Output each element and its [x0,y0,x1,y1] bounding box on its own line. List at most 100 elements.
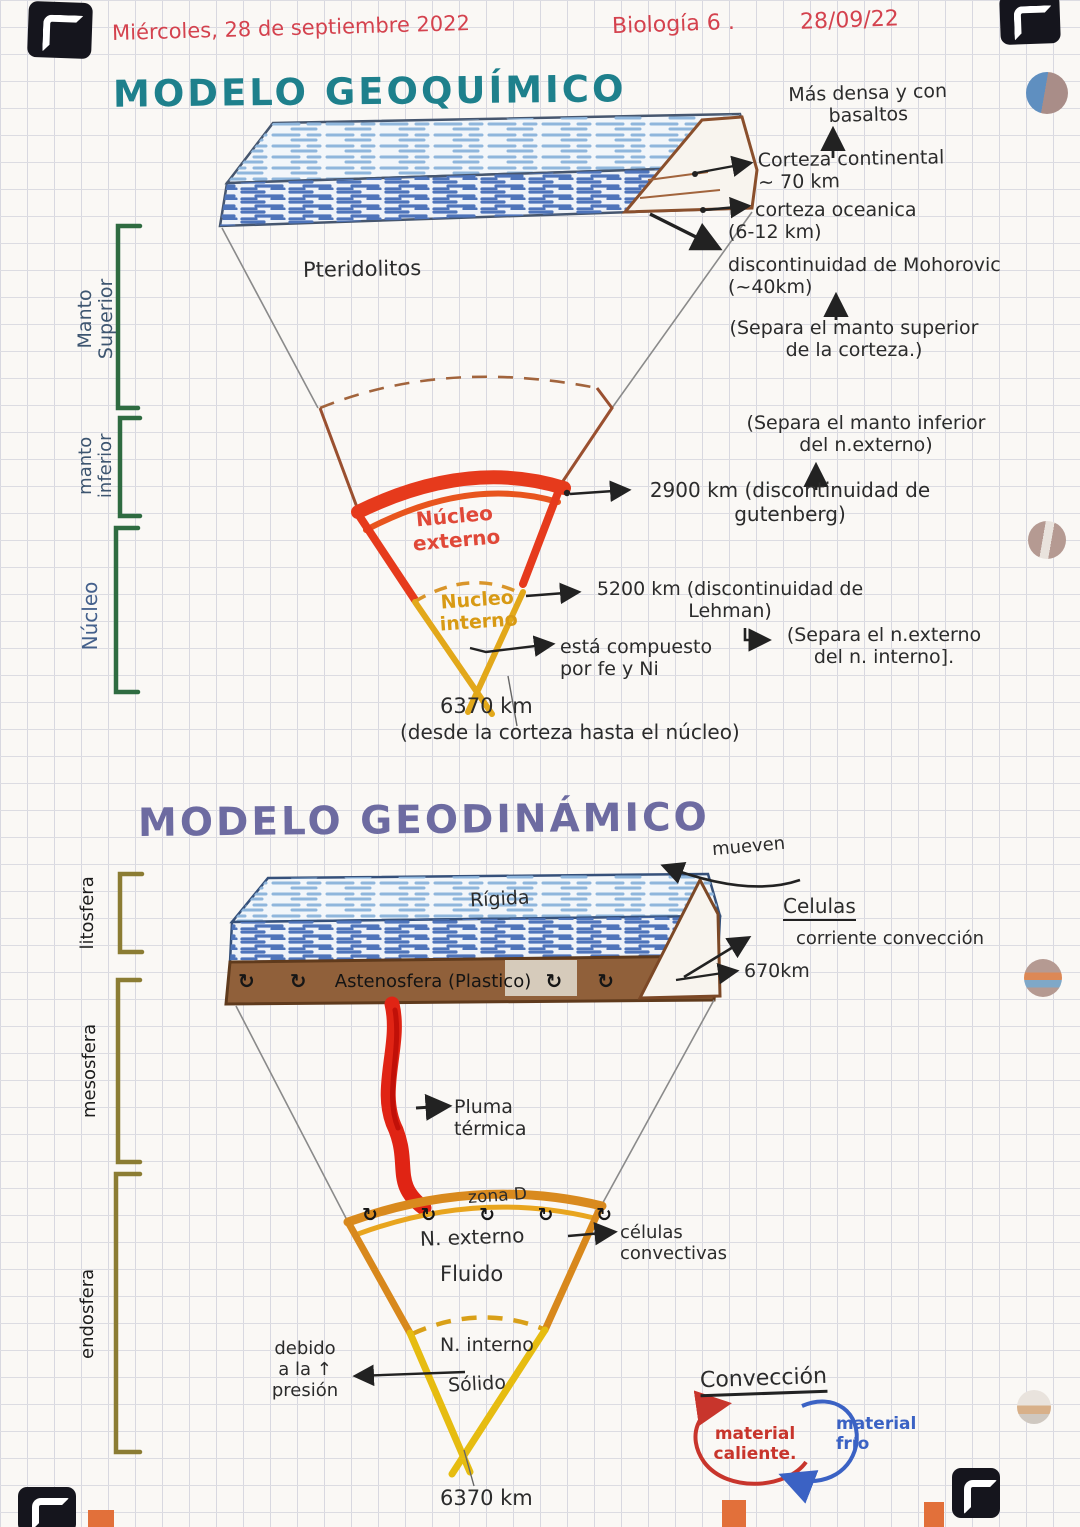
ann-celulas-convectivas: células convectivas [620,1222,728,1265]
geoquimico-title: MODELO GEOQUÍMICO [112,67,627,116]
header-subject: Biología 6 . [611,9,736,40]
ann-corteza-oceanica: corteza oceanica [755,199,917,221]
arrow-670km [675,962,740,985]
conveccion-title: Convección [699,1363,828,1398]
ann-2900km: 2900 km (discontinuidad de gutenberg) [649,478,931,526]
thermal-plume [380,996,432,1216]
bracket-label-manto-inferior: manto inferior [75,433,116,499]
ann-n-interno: N. interno [440,1334,534,1356]
ann-gutenberg-nota: (Separa el manto inferior del n.externo) [746,412,986,457]
ann-corriente: corriente convección [796,928,984,949]
outer-core-side-left [354,510,419,604]
cold-material-circular-arrow [778,1399,859,1504]
geodinamico-title: MODELO GEODINÁMICO [137,795,710,846]
ann-corteza-continental: Corteza continental ~ 70 km [757,146,945,195]
convection-cells-icons-left: ↻ ↻ [238,969,321,993]
material-frio-label: material frío [836,1414,917,1455]
mantle-discontinuity-dashed-arc [319,375,598,410]
hole-punch-4 [1017,1390,1051,1424]
ann-debido-presion: debido a la ↑ presión [271,1338,339,1402]
convection-cells-icons-right: ↻ ↻ [545,969,628,993]
tip-leader-line [507,675,518,727]
ann-radio: 6370 km [440,694,533,718]
outer-core-side-right-2 [541,1204,604,1334]
outer-core-top-arc-2 [343,1189,607,1227]
corner-marker-glyph [1013,5,1054,41]
scan-corner-marker-top-left [27,0,93,60]
ann-mohorovic-nota: (Separa el manto superior de la corteza.… [729,317,979,362]
geodinamico-arrows [352,862,801,1387]
geodinamico-slab [224,872,722,1006]
tip-leader-line-2 [463,1449,475,1487]
corner-marker-glyph [42,14,84,53]
bracket-label-litosfera: litosfera [77,876,99,950]
material-caliente-label: material caliente. [713,1424,797,1465]
arrow-lehman-nota [743,628,772,652]
arrow-corteza-continental [695,155,754,177]
hole-punch-1 [1026,72,1068,114]
ann-solido: Sólido [447,1371,507,1397]
corner-marker-glyph [31,1498,70,1527]
bracket-label-mesosfera: mesosfera [79,1023,101,1119]
convection-cells-row-icons: ↻ ↻ ↻ ↻ ↻ [362,1204,631,1226]
tape-bottom-right [924,1502,944,1527]
ann-radio-nota: (desde la corteza hasta el núcleo) [400,720,740,744]
bracket-nucleo [113,525,141,695]
conveccion-title-text: Convección [699,1363,828,1398]
arrow-corteza-oceanica [703,196,752,219]
inner-core-side-left-2 [406,1329,474,1476]
ann-5200km: 5200 km (discontinuidad de Lehman) [596,578,864,623]
geoquimico-slab [218,112,759,228]
slab-label-pteridolitos: Pteridolitos [302,255,422,283]
celulas-text: Celulas [783,894,856,921]
slab-rigida-label: Rígida [469,886,531,912]
geoquimico-funnel [221,211,753,727]
arrow-mohorovic [649,212,723,251]
funnel-left-line-2 [235,1005,349,1223]
ann-n-externo: N. externo [419,1223,525,1251]
arrow-composicion [469,635,556,657]
ann-pluma-termica: Pluma térmica [454,1096,527,1141]
bracket-litosfera [117,871,145,955]
outer-core-top-arc [351,470,571,519]
scan-corner-marker-bottom-left [18,1487,76,1527]
inner-core-dashed-arc [413,581,523,604]
arrow-pluma [415,1093,453,1121]
geodinamico-brackets [113,871,145,1455]
ann-670km: 670km [744,960,810,982]
ann-lehman-nota: (Separa el n.externo del n. interno]. [786,624,982,669]
bracket-manto-superior [115,223,143,411]
outer-core-side-right [519,486,563,588]
inner-core-side-right-2 [448,1326,549,1478]
ann-composicion: está compuesto por fe y Ni [560,636,713,681]
bracket-endosfera [113,1171,143,1455]
mantle-side-left [318,407,360,511]
bracket-label-nucleo: Núcleo [78,581,102,651]
mantle-side-right [555,387,614,491]
astenosfera-band-row: ↻ ↻ Astenosfera (Plastico) ↻ ↻ [238,963,628,999]
conveccion-legend-arrows [693,1390,859,1504]
hole-punch-3 [1024,959,1062,997]
astenosfera-label: Astenosfera (Plastico) [334,970,532,992]
outer-core-side-left-2 [344,1218,414,1337]
ann-fluido: Fluido [440,1262,504,1286]
arrow-celulas-convectivas [567,1222,618,1246]
tape-bottom-center [722,1500,746,1527]
arrow-corriente [683,935,752,979]
ann-mohorovic: discontinuidad de Mohorovic (~40km) [728,254,1001,299]
funnel-right-line [611,211,753,409]
funnel-right-line-2 [599,999,715,1209]
bracket-label-endosfera: endosfera [77,1268,99,1359]
inner-core-dashed-arc-2 [411,1315,547,1337]
geodinamico-funnel [235,996,715,1487]
scan-corner-marker-bottom-right [952,1468,1000,1518]
scan-corner-marker-top-right [999,0,1061,46]
ann-mas-densa: Más densa y con basaltos [788,79,948,128]
arrow-5200 [525,582,582,605]
ann-celulas: Celulas [783,894,856,921]
nucleo-interno-label: Nucleo interno [439,586,519,637]
nucleo-externo-label: Núcleo externo [411,500,502,556]
header-date-short: 28/09/22 [799,6,900,35]
